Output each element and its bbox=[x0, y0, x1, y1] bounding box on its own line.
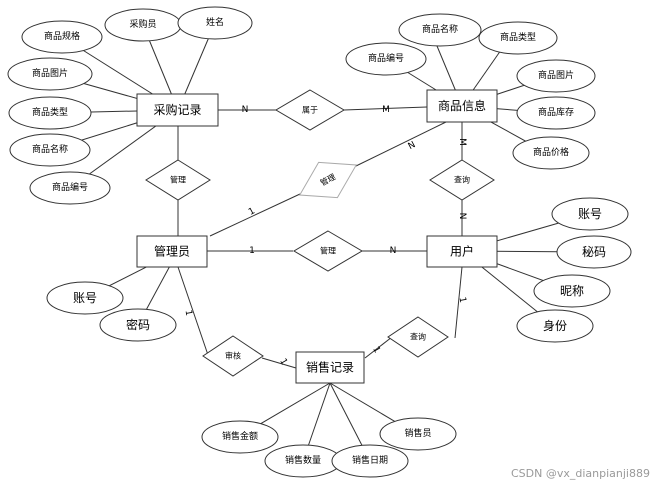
attr-sales-record-3-label: 销售员 bbox=[404, 427, 431, 439]
attr-purchase-record-4-label: 商品类型 bbox=[32, 106, 68, 118]
entity-admin-box bbox=[136, 235, 208, 268]
entity-sales-record-box bbox=[295, 351, 365, 384]
entity-user-box bbox=[426, 235, 498, 268]
attr-purchase-record-3-label: 商品图片 bbox=[32, 67, 68, 79]
relationship-query-products-diamond bbox=[429, 159, 495, 201]
attr-purchase-record-1-label: 采购员 bbox=[129, 18, 156, 30]
cardinality-manage-products-n: N bbox=[407, 140, 418, 152]
relationship-manage-products-diamond bbox=[298, 161, 358, 199]
relationship-manage-user-diamond bbox=[293, 230, 363, 272]
watermark: CSDN @vx_dianpianji889 bbox=[511, 467, 650, 480]
cardinality-purchase-belongs: N bbox=[242, 105, 249, 115]
attr-sales-record-3-ellipse bbox=[379, 417, 457, 451]
attr-user-1-ellipse bbox=[556, 235, 632, 269]
attr-user-3-ellipse bbox=[516, 309, 594, 343]
relationship-audit-diamond bbox=[202, 335, 264, 377]
attr-purchase-record-6-ellipse bbox=[29, 171, 111, 205]
relationship-manage-purchase-label: 管理 bbox=[170, 175, 186, 185]
relationship-manage-user-label: 管理 bbox=[320, 246, 336, 256]
entity-product-info-label: 商品信息 bbox=[438, 98, 486, 113]
attr-admin-1-ellipse bbox=[99, 308, 177, 342]
attr-product-info-3-ellipse bbox=[516, 59, 596, 93]
attr-product-info-0-label: 商品名称 bbox=[422, 23, 458, 35]
attr-purchase-record-2-ellipse bbox=[177, 6, 253, 40]
entity-sales-record-label: 销售记录 bbox=[306, 360, 354, 375]
entity-product-info-box bbox=[426, 89, 498, 123]
cardinality-admin-manage-products: 1 bbox=[247, 206, 257, 218]
attr-purchase-record-4-ellipse bbox=[8, 96, 92, 130]
attr-user-2-label: 昵称 bbox=[560, 284, 584, 298]
cardinality-audit-sales: 1 bbox=[277, 357, 289, 367]
attr-product-info-4-ellipse bbox=[516, 96, 596, 130]
entity-admin-label: 管理员 bbox=[154, 244, 190, 259]
cardinality-sales-query: 1 bbox=[370, 345, 382, 355]
entity-purchase-record-label: 采购记录 bbox=[153, 102, 201, 117]
cardinality-admin-audit: 1 bbox=[183, 309, 194, 316]
attr-user-0-label: 账号 bbox=[578, 207, 602, 221]
attr-sales-record-2-ellipse bbox=[331, 444, 409, 478]
attr-product-info-3-label: 商品图片 bbox=[538, 69, 574, 81]
cardinality-belongs-product: M bbox=[382, 105, 390, 115]
attr-product-info-1-ellipse bbox=[345, 42, 427, 76]
attr-user-3-label: 身份 bbox=[543, 318, 567, 333]
attr-admin-0-label: 账号 bbox=[73, 291, 97, 305]
cardinality-product-query: M bbox=[457, 138, 467, 146]
attr-product-info-1-label: 商品编号 bbox=[368, 52, 404, 64]
attr-admin-1-label: 密码 bbox=[126, 317, 150, 332]
attr-user-0-ellipse bbox=[551, 197, 629, 231]
attr-purchase-record-5-ellipse bbox=[9, 133, 91, 167]
relationship-manage-purchase-diamond bbox=[145, 159, 211, 201]
cardinality-query-user: N bbox=[457, 213, 467, 220]
attr-product-info-2-ellipse bbox=[478, 21, 558, 55]
attr-purchase-record-6-label: 商品编号 bbox=[52, 181, 88, 193]
attr-product-info-5-label: 商品价格 bbox=[533, 146, 569, 158]
attr-purchase-record-5-label: 商品名称 bbox=[32, 143, 68, 155]
attr-sales-record-0-label: 销售金额 bbox=[222, 430, 258, 442]
attr-user-2-ellipse bbox=[533, 274, 611, 308]
attr-product-info-2-label: 商品类型 bbox=[500, 31, 536, 43]
entity-purchase-record-box bbox=[136, 93, 219, 127]
entity-user-label: 用户 bbox=[450, 244, 474, 259]
relationship-belongs-label: 属于 bbox=[302, 106, 318, 115]
attr-purchase-record-3-ellipse bbox=[7, 57, 93, 91]
relationship-belongs-diamond bbox=[275, 89, 345, 131]
attr-product-info-4-label: 商品库存 bbox=[538, 106, 574, 118]
attr-sales-record-2-label: 销售日期 bbox=[352, 454, 388, 466]
attr-purchase-record-2-label: 姓名 bbox=[206, 16, 224, 28]
cardinality-manage-user-n: N bbox=[390, 246, 397, 256]
attr-sales-record-1-label: 销售数量 bbox=[285, 454, 321, 466]
cardinality-admin-manage-user: 1 bbox=[249, 246, 255, 256]
attr-purchase-record-0-ellipse bbox=[21, 20, 103, 54]
relationship-query-products-label: 查询 bbox=[454, 175, 470, 185]
attr-product-info-5-ellipse bbox=[512, 136, 590, 170]
relationship-audit-label: 审核 bbox=[225, 351, 241, 361]
cardinality-query-sales-user: 1 bbox=[457, 296, 468, 303]
attr-user-1-label: 秘码 bbox=[582, 245, 606, 259]
attr-product-info-0-ellipse bbox=[398, 13, 482, 47]
attr-sales-record-0-ellipse bbox=[201, 420, 279, 454]
relationship-query-sales-diamond bbox=[387, 316, 449, 358]
attr-purchase-record-0-label: 商品规格 bbox=[44, 30, 80, 42]
relationship-query-sales-label: 查询 bbox=[410, 332, 426, 342]
attr-admin-0-ellipse bbox=[46, 281, 124, 315]
